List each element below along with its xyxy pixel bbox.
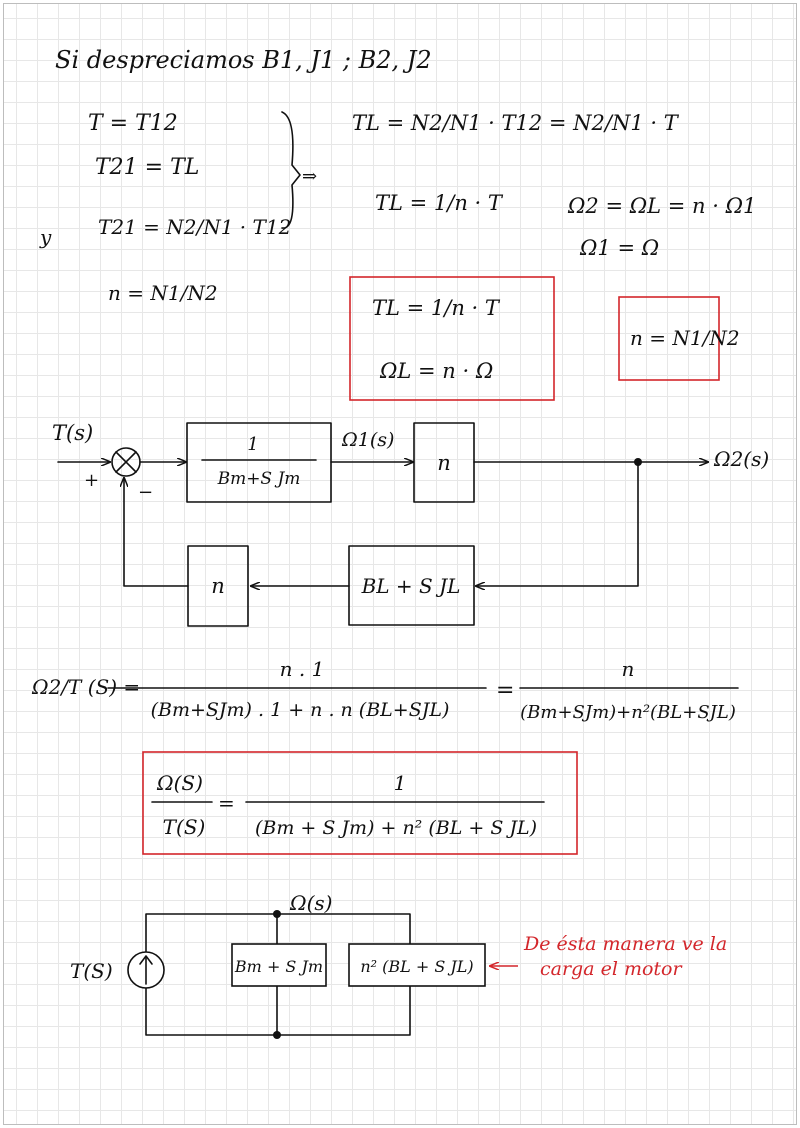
circuit-loop [145, 913, 411, 1036]
circuit-box-load [348, 943, 486, 987]
source-arrow-up-icon [139, 955, 153, 965]
note-line-1: De ésta manera ve la [523, 933, 727, 955]
circuit-box-load-text: n² (BL + S JL) [360, 957, 473, 976]
tf-den1: (Bm+SJm) . 1 + n . n (BL+SJL) [151, 699, 450, 721]
tf-boxed-num: 1 [394, 771, 407, 795]
eq-omega-chain: Ω2 = ΩL = n · Ω1 [567, 194, 756, 218]
tf-boxed-den: (Bm + S Jm) + n² (BL + S JL) [255, 817, 537, 839]
tf-boxed-eq: = [218, 791, 235, 815]
curly-brace [281, 111, 301, 229]
feedback-path-left [124, 478, 189, 587]
result-n: n = N1/N2 [630, 326, 740, 350]
result-box-2 [618, 296, 720, 381]
block-motor [186, 422, 332, 503]
tf-boxed-lhs-num: Ω(S) [156, 771, 203, 795]
tf-num1: n . 1 [280, 657, 325, 681]
result-box-1 [349, 276, 555, 401]
tf-den2: (Bm+SJm)+n²(BL+SJL) [520, 702, 736, 723]
eq-tl-1-over-n: TL = 1/n · T [375, 191, 504, 215]
eq-n-def: n = N1/N2 [108, 281, 218, 305]
feedback-path-right [476, 461, 639, 586]
output-omega2: Ω2(s) [713, 447, 769, 471]
result-box-tf [142, 751, 578, 855]
eq-t-t12: T = T12 [88, 111, 178, 136]
omega1-label: Ω1(s) [341, 429, 394, 451]
note-line-2: carga el motor [540, 958, 683, 980]
block-motor-num: 1 [247, 434, 258, 455]
plus-sign: + [84, 470, 99, 491]
result-tl: TL = 1/n · T [372, 296, 501, 320]
block-gear-text: n [437, 451, 451, 475]
input-t-s: T(s) [52, 421, 93, 445]
implies-arrow: ⇒ [302, 166, 317, 187]
minus-sign: − [138, 482, 153, 503]
eq-t21-tl: T21 = TL [95, 155, 199, 180]
heading-text: Si despreciamos B1, J1 ; B2, J2 [55, 46, 432, 74]
block-feedback-gear-text: n [211, 574, 225, 598]
tf-num2: n [622, 657, 635, 681]
tf-boxed-lhs-den: T(S) [163, 815, 206, 839]
eq-omega1: Ω1 = Ω [579, 236, 659, 260]
notebook-page [3, 3, 797, 1125]
block-load-text: BL + S JL [361, 574, 461, 598]
eq-tl-ratio: TL = N2/N1 · T12 = N2/N1 · T [352, 111, 680, 135]
tf-eq: = [496, 678, 514, 703]
summing-cross-b [115, 451, 137, 473]
circuit-source-label: T(S) [70, 959, 113, 983]
eq-t21-ratio: T21 = N2/N1 · T12 [98, 215, 291, 239]
block-motor-den: Bm+S Jm [217, 469, 301, 489]
result-omega-l: ΩL = n · Ω [379, 359, 493, 383]
circuit-box-motor-text: Bm + S Jm [234, 957, 323, 976]
circuit-box-motor [231, 943, 327, 987]
tf-lhs: Ω2/T (S) = [31, 675, 140, 699]
y-marker: y [39, 225, 52, 249]
circuit-omega-label: Ω(s) [289, 891, 332, 915]
